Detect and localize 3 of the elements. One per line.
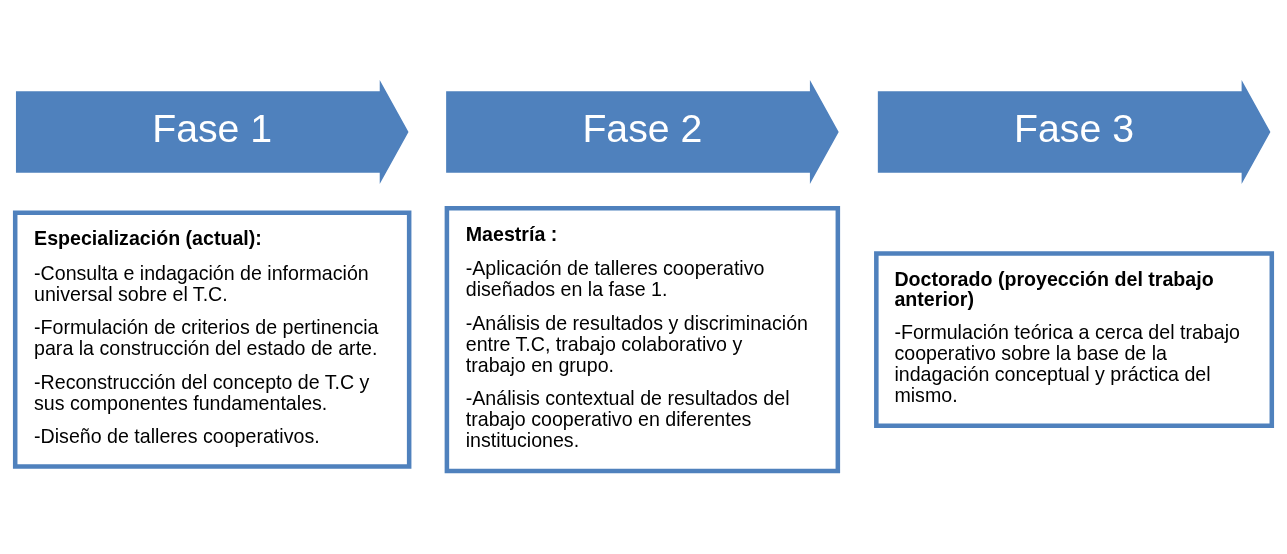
node-box: Maestría : -Aplicación de talleres cooperativo diseñados en la fase 1. -Análisis de resultados y discriminación entre T.C, trabajo colaborativo y trabajo en grupo. -Análisis contextual de resultados del trabajo cooperativo en diferentes instituciones.: [444, 206, 841, 474]
node-box: Especialización (actual): -Consulta e indagación de información universal sobre el T.C. -Formulación de criterios de pertinencia para la construcción del estado de arte. -Reconstrucción del concepto de T.C y sus componentes fundamentales. -Diseño de talleres cooperativos.: [12, 210, 412, 469]
node-box: Doctorado (proyección del trabajo anterior) -Formulación teórica a cerca del trabajo cooperativo sobre la base de la indagación conceptual y práctica del mismo.: [874, 251, 1275, 428]
